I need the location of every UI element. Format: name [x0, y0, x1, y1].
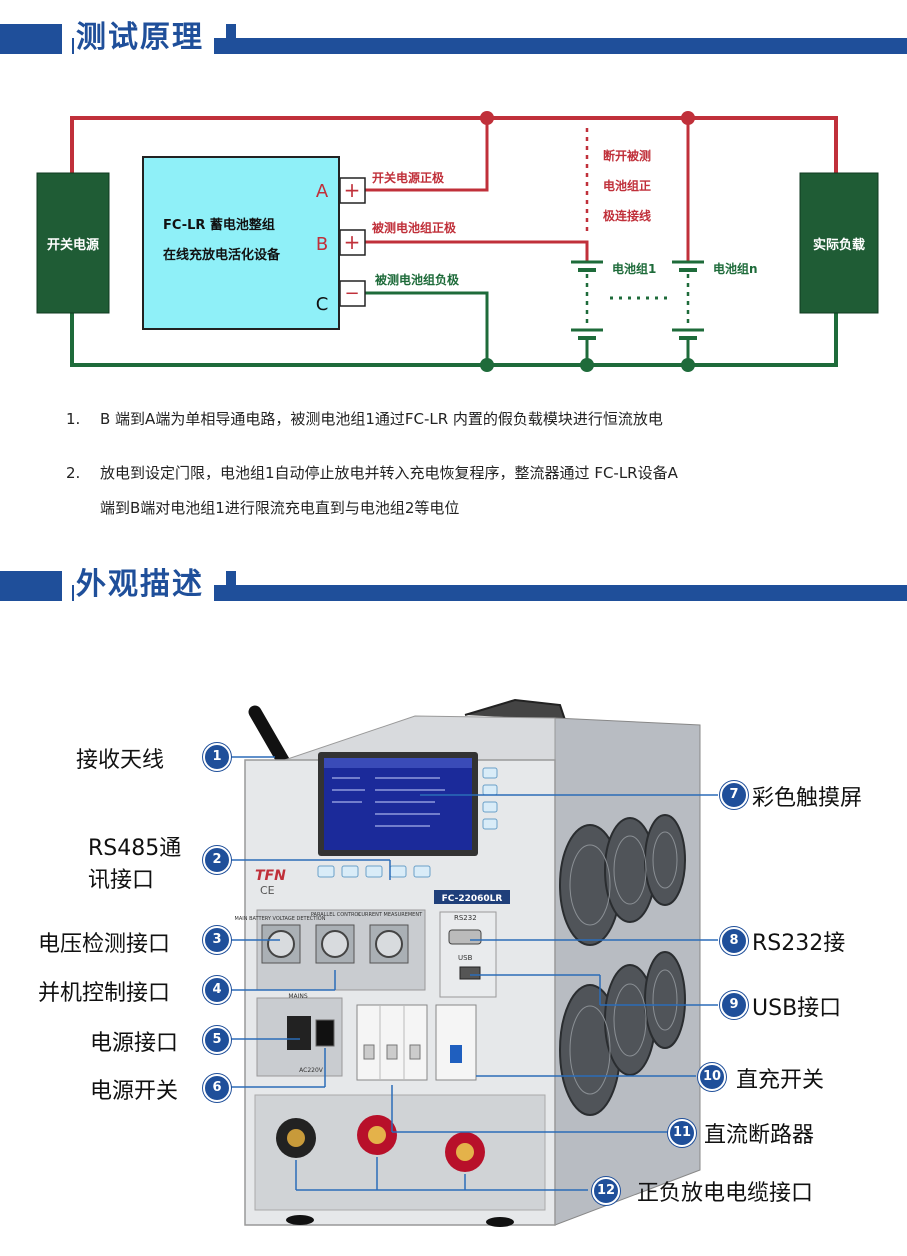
note-2-text-line1: 放电到设定门限，电池组1自动停止放电并转入充电恢复程序，整流器通过 FC-LR设…: [100, 464, 678, 482]
fc-lr-device-box: [142, 156, 340, 330]
section-header-appearance: 外观描述: [0, 565, 907, 605]
port-label-voltage: MAIN BATTERY VOLTAGE DETECTION: [235, 916, 326, 922]
port-a-letter: A: [316, 181, 329, 202]
port-b-letter: B: [316, 234, 328, 255]
aviation-ports: [261, 924, 409, 964]
note-1-number: 1.: [66, 410, 81, 428]
usb-panel-label: USB: [458, 954, 473, 962]
badge-5: 5: [203, 1026, 231, 1054]
wire-b: [365, 240, 589, 262]
badge-6: 6: [203, 1074, 231, 1102]
device-label-line1: FC-LR 蓄电池整组: [163, 217, 275, 233]
rs232-port-icon: [448, 929, 482, 945]
mains-label: MAINS: [288, 993, 308, 1000]
callout-parallel-port: 并机控制接口: [38, 981, 171, 1006]
note-1-text: B 端到A端为单相导通电路，被测电池组1通过FC-LR 内置的假负载模块进行恒流…: [100, 410, 663, 428]
badge-11: 11: [668, 1119, 696, 1147]
ce-mark: CE: [260, 884, 275, 897]
dc-breaker: [356, 1004, 428, 1081]
disconnect-label-1: 断开被测: [603, 148, 651, 163]
usb-port-icon: [459, 966, 481, 980]
badge-10: 10: [698, 1063, 726, 1091]
callout-cable-port: 正负放电电缆接口: [637, 1181, 814, 1206]
badge-4: 4: [203, 976, 231, 1004]
handle-icon: [464, 698, 566, 721]
charge-switch: [435, 1004, 477, 1081]
badge-12: 12: [592, 1177, 620, 1205]
section-header-principle: 测试原理: [0, 18, 907, 58]
circuit-diagram: 开关电源 实际负载 FC-LR 蓄电池整组 在线充放电活化设备 A B C + …: [36, 111, 879, 372]
callout-power-switch: 电源开关: [90, 1079, 179, 1104]
callout-voltage-port: 电压检测接口: [38, 932, 171, 957]
switch-power-label: 开关电源: [47, 237, 99, 253]
callout-power-port: 电源接口: [90, 1031, 179, 1056]
product-illustration: TFN CE FC-22060LR MAIN BATTERY VOLTAGE D…: [228, 698, 718, 1227]
actual-load-label: 实际负载: [813, 237, 865, 253]
switch-power-box: [36, 172, 110, 314]
label-battery-negative: 被测电池组负极: [375, 272, 460, 287]
ac-label: AC220V: [299, 1067, 324, 1074]
wire-c: [365, 291, 489, 365]
disconnect-label-3: 极连接线: [603, 208, 651, 223]
port-label-parallel: PARALLEL CONTROL: [311, 912, 362, 918]
note-1: 1. B 端到A端为单相导通电路，被测电池组1通过FC-LR 内置的假负载模块进行…: [66, 408, 663, 430]
callout-touchscreen: 彩色触摸屏: [752, 786, 863, 811]
note-2-continued: 端到B端对电池组1进行限流充电直到与电池组2等电位: [100, 497, 459, 519]
battery-1-label: 电池组1: [612, 261, 656, 276]
battery-n-label: 电池组n: [713, 261, 758, 276]
label-battery-positive: 被测电池组正极: [372, 220, 457, 235]
label-switch-power-positive: 开关电源正极: [372, 170, 445, 185]
callout-usb: USB接口: [752, 996, 842, 1021]
touch-screen: [324, 758, 472, 850]
callout-rs485-line1: RS485通: [88, 836, 182, 861]
badge-1: 1: [203, 743, 231, 771]
note-2: 2. 放电到设定门限，电池组1自动停止放电并转入充电恢复程序，整流器通过 FC-L…: [66, 462, 678, 484]
disconnect-label-2: 电池组正: [603, 178, 651, 193]
callout-charge-switch: 直充开关: [736, 1068, 825, 1093]
top-red-wire: [70, 116, 838, 173]
port-label-current: CURRENT MEASUREMENT: [358, 912, 423, 918]
actual-load-box: [799, 172, 879, 314]
port-a-plus: +: [344, 178, 361, 202]
callout-antenna: 接收天线: [76, 748, 165, 773]
port-b-plus: +: [344, 230, 361, 254]
power-socket-icon: [287, 1016, 311, 1050]
callout-rs485-line2: 讯接口: [88, 868, 155, 893]
note-2-text-line2: 端到B端对电池组1进行限流充电直到与电池组2等电位: [100, 499, 460, 517]
badge-2: 2: [203, 846, 231, 874]
section-title-principle: 测试原理: [74, 18, 214, 58]
bottom-green-wire: [70, 312, 838, 367]
port-c-minus: −: [344, 283, 359, 304]
section-title-appearance: 外观描述: [74, 565, 214, 605]
fan-grilles: [559, 814, 686, 1116]
device-label-line2: 在线充放电活化设备: [163, 247, 281, 263]
badge-7: 7: [720, 781, 748, 809]
power-switch-icon: [315, 1019, 335, 1047]
callout-rs232: RS232接: [752, 931, 846, 956]
port-c-letter: C: [316, 294, 329, 315]
badge-8: 8: [720, 927, 748, 955]
model-label: FC-22060LR: [442, 894, 503, 904]
brand-logo: TFN: [255, 868, 286, 884]
badge-9: 9: [720, 991, 748, 1019]
callout-dc-breaker: 直流断路器: [704, 1123, 815, 1148]
wire-a: [365, 118, 489, 192]
note-2-number: 2.: [66, 464, 81, 482]
rs232-panel-label: RS232: [454, 914, 477, 922]
badge-3: 3: [203, 926, 231, 954]
